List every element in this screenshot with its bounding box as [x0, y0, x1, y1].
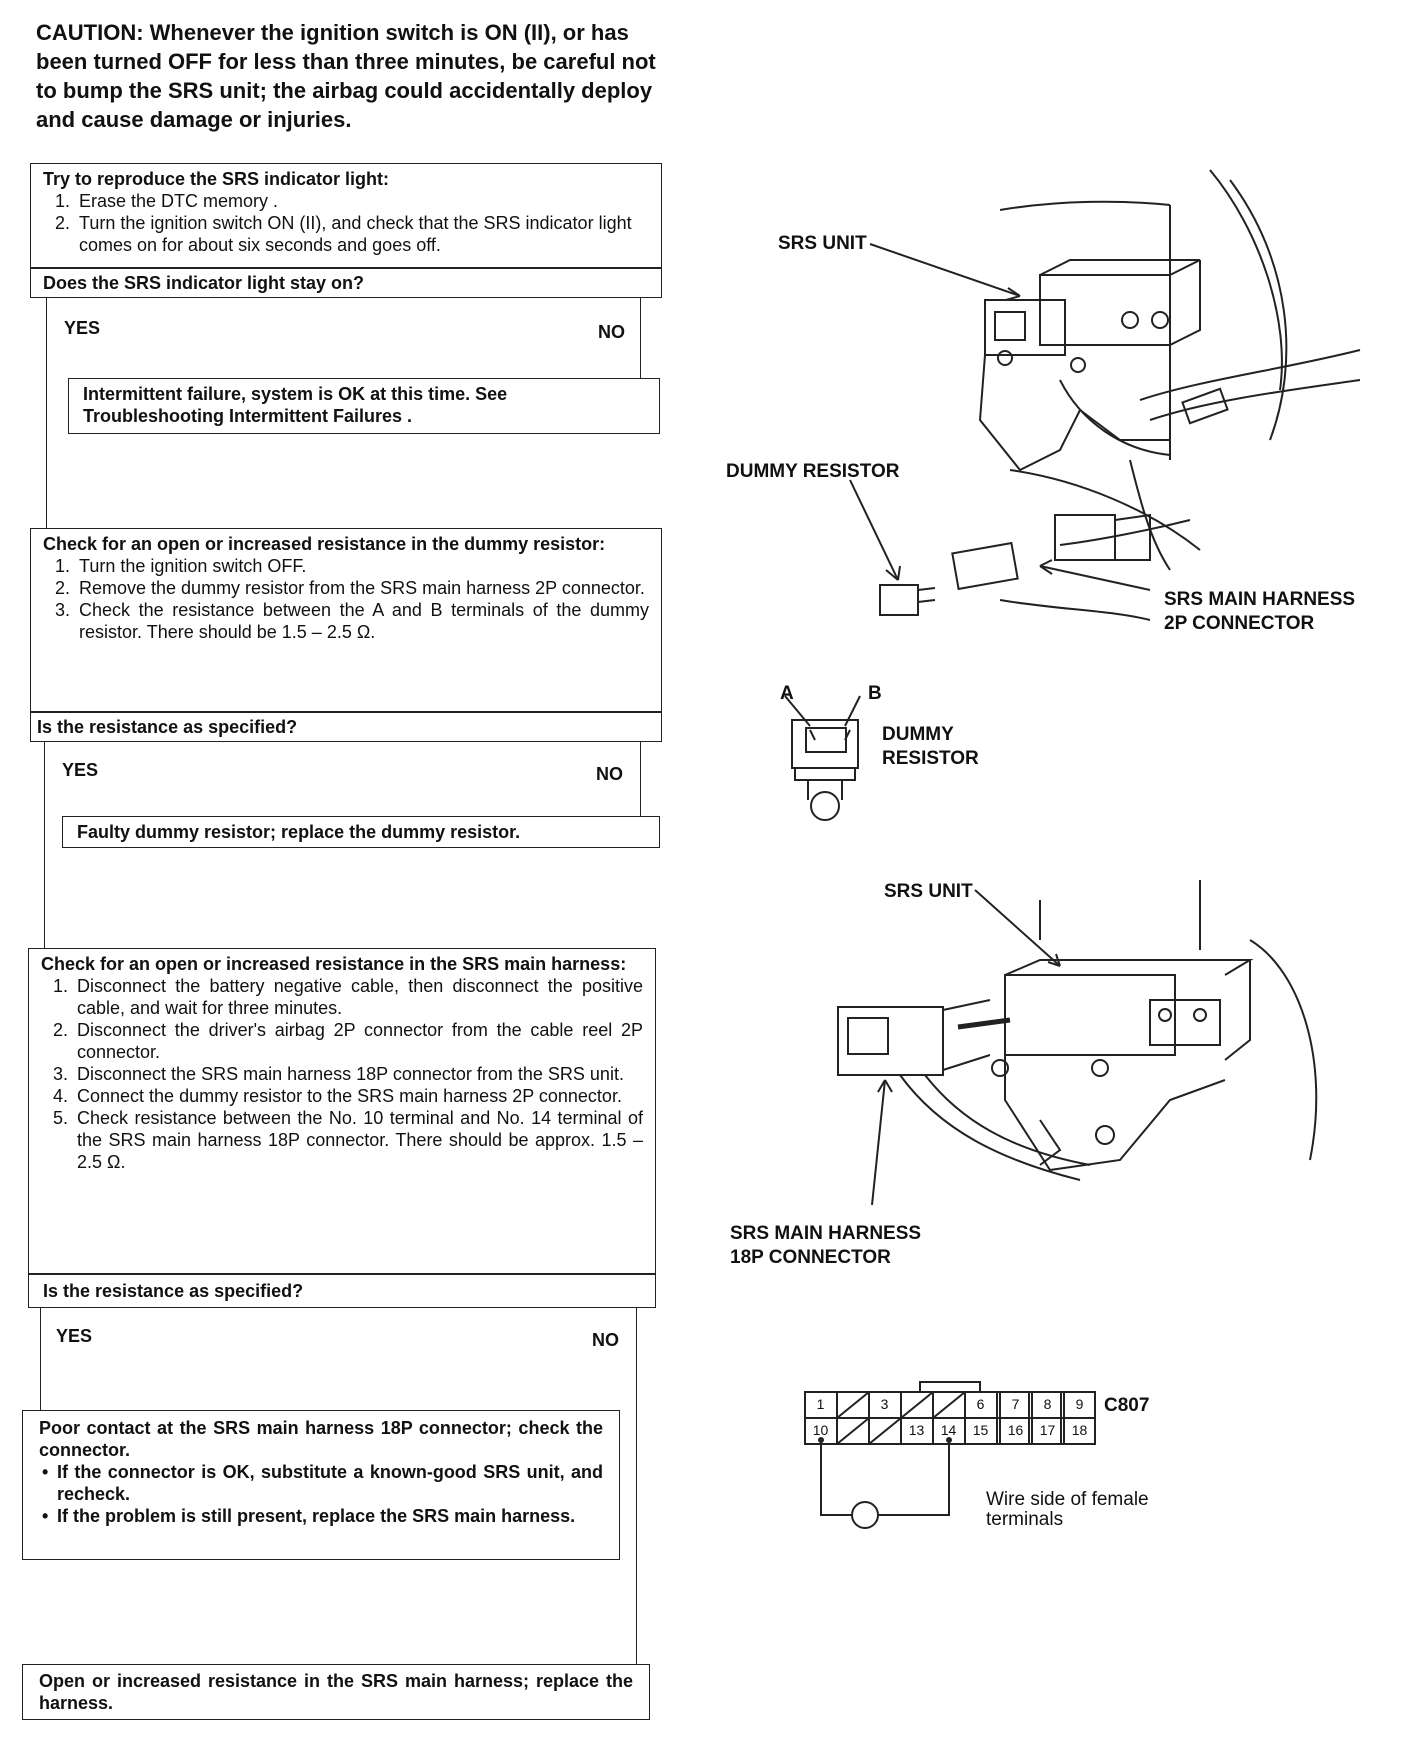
step2-title: Check for an open or increased resistanc… [43, 534, 606, 554]
caution-text: CAUTION: Whenever the ignition switch is… [36, 20, 656, 132]
step3-no-label: NO [592, 1330, 619, 1350]
step2-list: Turn the ignition switch OFF. Remove the… [43, 555, 649, 643]
step3-box: Check for an open or increased resistanc… [28, 948, 656, 1274]
step3-yes-line [40, 1308, 41, 1410]
fig1-dummy-resistor-label: DUMMY RESISTOR [726, 461, 900, 482]
srs-unit-illustration-2 [837, 880, 1318, 1181]
step3-item-4: Connect the dummy resistor to the SRS ma… [73, 1085, 643, 1107]
step1-yes-label: YES [64, 318, 101, 338]
leader-srs-unit-2 [974, 889, 1061, 967]
step2-item-2: Remove the dummy resistor from the SRS m… [75, 577, 649, 599]
result-no-text: Open or increased resistance in the SRS … [39, 1671, 633, 1713]
step1-box: Try to reproduce the SRS indicator light… [30, 163, 662, 268]
fig1-harness-label-2: 2P CONNECTOR [1164, 613, 1315, 634]
step2-question-box: Is the resistance as specified? [30, 712, 662, 742]
step3-item-1: Disconnect the battery negative cable, t… [73, 975, 643, 1019]
fig4-note-1: Wire side of female [986, 1489, 1149, 1510]
step3-question: Is the resistance as specified? [43, 1281, 304, 1301]
step2-question: Is the resistance as specified? [37, 717, 298, 737]
fig4-note-2: terminals [986, 1509, 1064, 1530]
pin-8: 8 [1043, 1396, 1052, 1412]
connector-c807-diagram [804, 1381, 1096, 1529]
result-no-box: Open or increased resistance in the SRS … [22, 1664, 650, 1720]
step1-item-2: Turn the ignition switch ON (II), and ch… [75, 212, 649, 256]
result-yes-bullet-1: If the connector is OK, substitute a kno… [42, 1461, 603, 1505]
step3-question-box: Is the resistance as specified? [28, 1274, 656, 1308]
pin-3: 3 [880, 1396, 889, 1412]
fig3-srs-unit-label: SRS UNIT [884, 881, 973, 902]
fig2-terminal-b: B [868, 683, 882, 704]
leader-ab [784, 695, 861, 727]
pin-10: 10 [812, 1422, 829, 1438]
step2-no-label: NO [596, 764, 623, 784]
leader-18p [871, 1079, 886, 1206]
step1-question-box: Does the SRS indicator light stay on? [30, 268, 662, 298]
step3-item-3: Disconnect the SRS main harness 18P conn… [73, 1063, 643, 1085]
fig2-label-1: DUMMY [882, 724, 954, 745]
step3-no-line [636, 1308, 637, 1664]
fig1-harness-label-1: SRS MAIN HARNESS [1164, 589, 1356, 610]
pin-6: 6 [976, 1396, 985, 1412]
fig2-label-2: RESISTOR [882, 748, 979, 769]
step3-yes-label: YES [56, 1326, 93, 1346]
step2-no-line [640, 742, 641, 816]
step2-yes-line [44, 742, 45, 950]
leader-harness-2p [1039, 565, 1151, 591]
pin-16: 16 [1007, 1422, 1024, 1438]
pin-1: 1 [816, 1396, 825, 1412]
step2-no-result: Faulty dummy resistor; replace the dummy… [62, 816, 660, 848]
step2-box: Check for an open or increased resistanc… [30, 528, 662, 712]
result-yes-box: Poor contact at the SRS main harness 18P… [22, 1410, 620, 1560]
pin-7: 7 [1011, 1396, 1020, 1412]
fig1-srs-unit-label: SRS UNIT [778, 233, 867, 254]
pin-18: 18 [1071, 1422, 1088, 1438]
step3-title: Check for an open or increased resistanc… [41, 954, 627, 974]
fig2-terminal-a: A [780, 683, 794, 704]
fig4-connector-id: C807 [1104, 1395, 1150, 1416]
fig3-harness-label-2: 18P CONNECTOR [730, 1247, 891, 1268]
pin-9: 9 [1075, 1396, 1084, 1412]
step2-yes-label: YES [62, 760, 99, 780]
fig3-harness-label-1: SRS MAIN HARNESS [730, 1223, 922, 1244]
step1-no-line [640, 298, 641, 378]
pin-15: 15 [972, 1422, 989, 1438]
pin-13: 13 [908, 1422, 925, 1438]
step3-item-2: Disconnect the driver's airbag 2P connec… [73, 1019, 643, 1063]
step3-list: Disconnect the battery negative cable, t… [41, 975, 643, 1173]
step1-yes-line [46, 298, 47, 528]
result-yes-title: Poor contact at the SRS main harness 18P… [39, 1418, 603, 1460]
dummy-resistor-symbol [791, 719, 859, 821]
pin-14: 14 [940, 1422, 957, 1438]
step1-no-result: Intermittent failure, system is OK at th… [68, 378, 660, 434]
step1-list: Erase the DTC memory . Turn the ignition… [43, 190, 649, 256]
result-yes-bullet-2: If the problem is still present, replace… [42, 1505, 603, 1527]
leader-srs-unit-1 [869, 243, 1021, 297]
leader-dummy-resistor [849, 479, 899, 581]
step1-item-1: Erase the DTC memory . [75, 190, 649, 212]
step2-item-3: Check the resistance between the A and B… [75, 599, 649, 643]
step1-question: Does the SRS indicator light stay on? [43, 273, 365, 293]
step3-item-5: Check resistance between the No. 10 term… [73, 1107, 643, 1173]
step2-item-1: Turn the ignition switch OFF. [75, 555, 649, 577]
step1-title: Try to reproduce the SRS indicator light… [43, 169, 390, 189]
step1-no-label: NO [598, 322, 625, 342]
pin-17: 17 [1039, 1422, 1056, 1438]
result-yes-list: If the connector is OK, substitute a kno… [39, 1461, 603, 1527]
srs-unit-illustration-1 [879, 169, 1361, 621]
